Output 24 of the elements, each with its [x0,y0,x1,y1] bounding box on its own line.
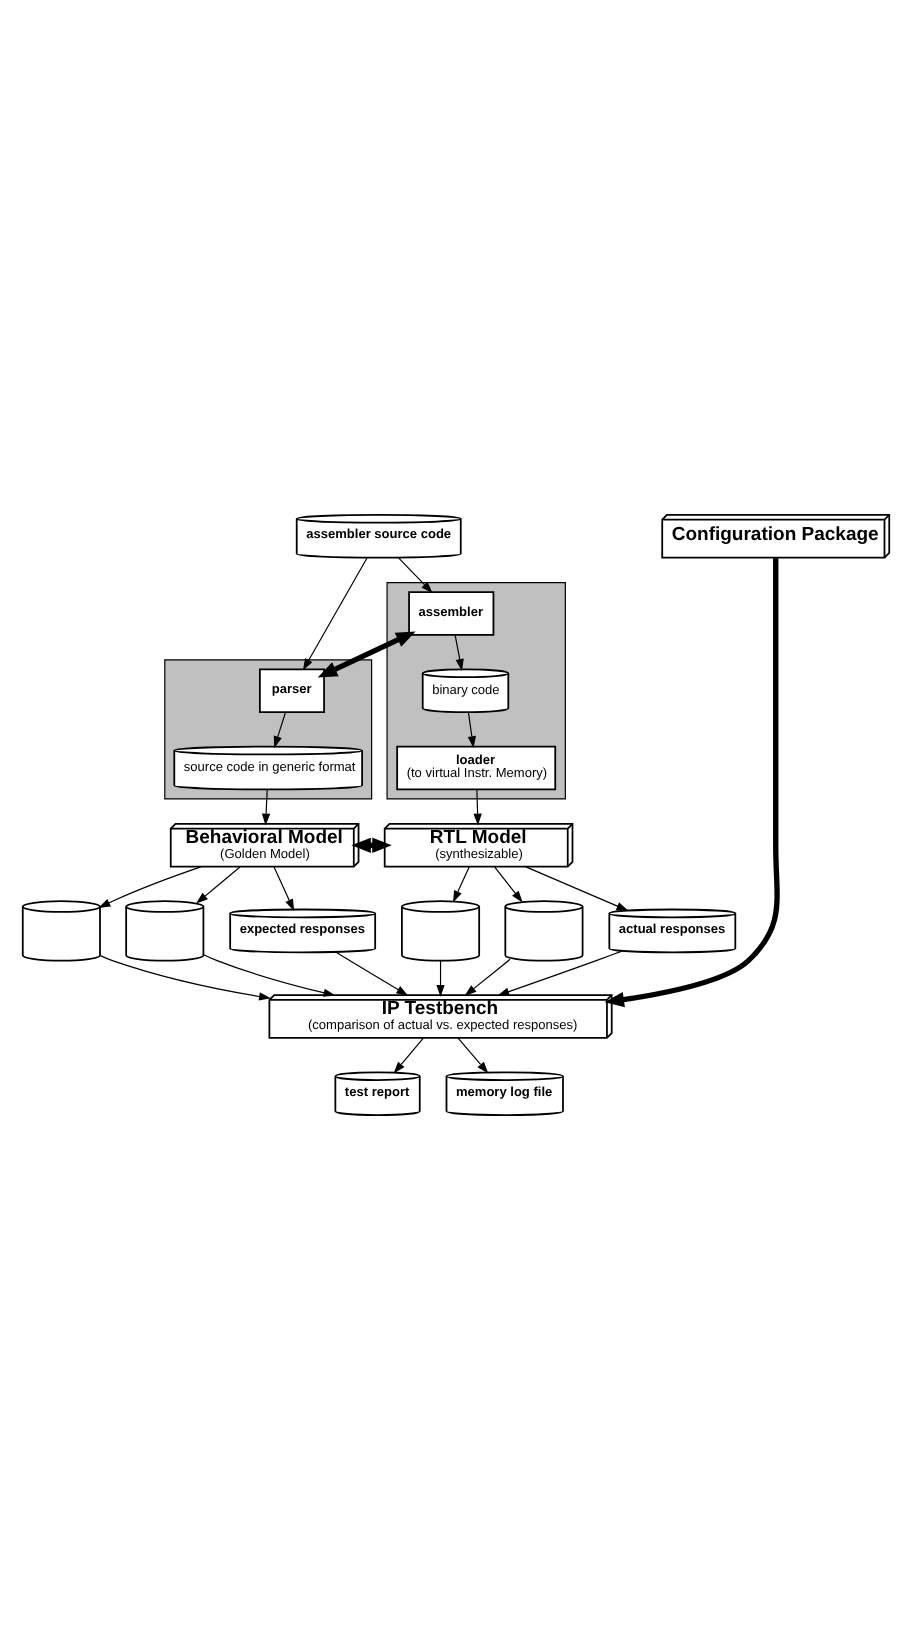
arrow [98,954,270,1000]
arrow [272,710,286,748]
arrow [524,865,628,910]
arrow [603,557,779,1007]
arrow [466,710,475,748]
arrow [97,865,201,908]
arrow [202,953,335,996]
arrow [260,788,270,825]
arrow [496,949,621,995]
arrow [456,1036,488,1073]
arrow [334,950,408,995]
arrow [195,865,240,903]
arrow [493,865,522,902]
arrow [463,957,510,995]
arrow [301,556,367,670]
arrow [350,836,391,852]
arrow [453,633,463,670]
arrow [396,556,432,593]
arrow [316,630,415,677]
arrow [435,959,444,996]
arrow [451,865,469,902]
arrow [472,788,481,825]
arrow [392,1036,423,1073]
arrow [272,865,294,911]
